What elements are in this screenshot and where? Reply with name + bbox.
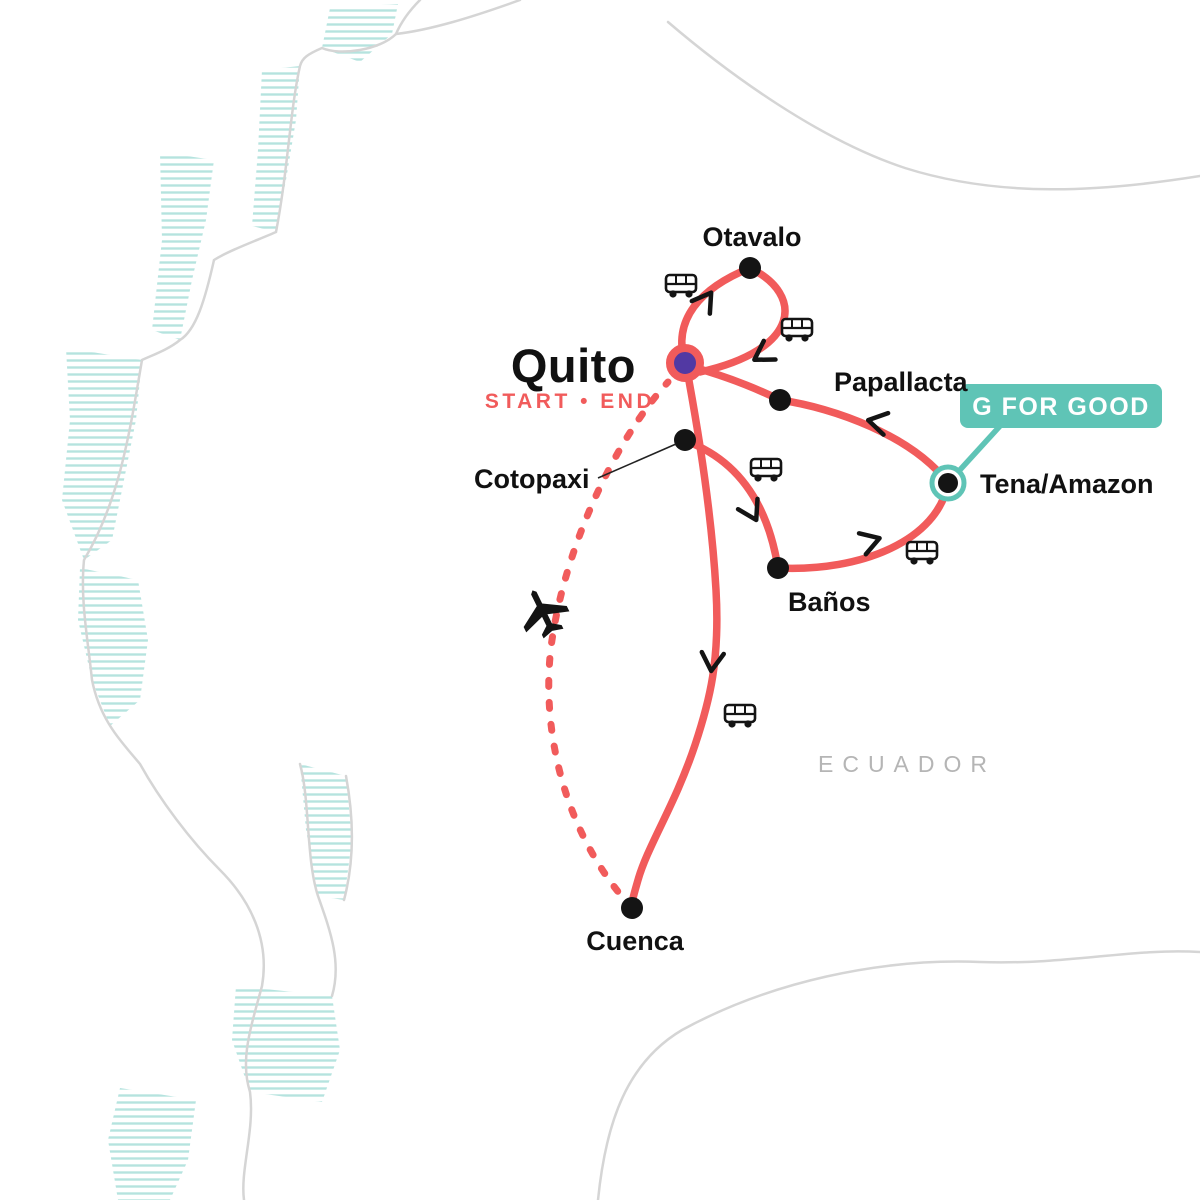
country-borders [81,0,1200,1200]
start-end-label: START • END [485,390,655,413]
marker-papallacta [769,389,791,411]
cotopaxi-connector-line [597,443,677,479]
city-labels: Quito START • END Otavalo Papallacta Ten… [474,222,1154,956]
bus-icon [749,457,783,483]
cuenca-label: Cuenca [586,926,685,956]
marker-otavalo [739,257,761,279]
route-banos-cotopaxi [682,437,782,572]
coastline-water-hatching [62,4,398,1200]
banos-label: Baños [788,587,871,617]
marker-cuenca [621,897,643,919]
papallacta-label: Papallacta [834,367,969,397]
country-label: ECUADOR [818,751,996,777]
city-markers [621,257,967,919]
plane-icon [510,579,576,645]
bus-icon [780,317,814,343]
marker-cotopaxi [674,429,696,451]
marker-banos [767,557,789,579]
route-papallacta-tena [776,396,952,487]
route-quito-cuenca [628,366,721,912]
marker-tena [938,473,958,493]
g-for-good-label: G FOR GOOD [972,393,1150,421]
bus-icon [723,703,757,729]
bus-icon [664,273,698,299]
route-flight-cuenca-quito [545,378,672,912]
cotopaxi-label: Cotopaxi [474,464,590,494]
marker-quito [666,344,704,382]
quito-label: Quito [511,339,636,392]
g-for-good-badge [960,384,1162,428]
bus-icon [905,540,939,566]
route-tena-banos [774,479,952,573]
otavalo-label: Otavalo [702,222,801,252]
tena-label: Tena/Amazon [980,469,1154,499]
g-for-good-callout: G FOR GOOD [945,384,1162,485]
